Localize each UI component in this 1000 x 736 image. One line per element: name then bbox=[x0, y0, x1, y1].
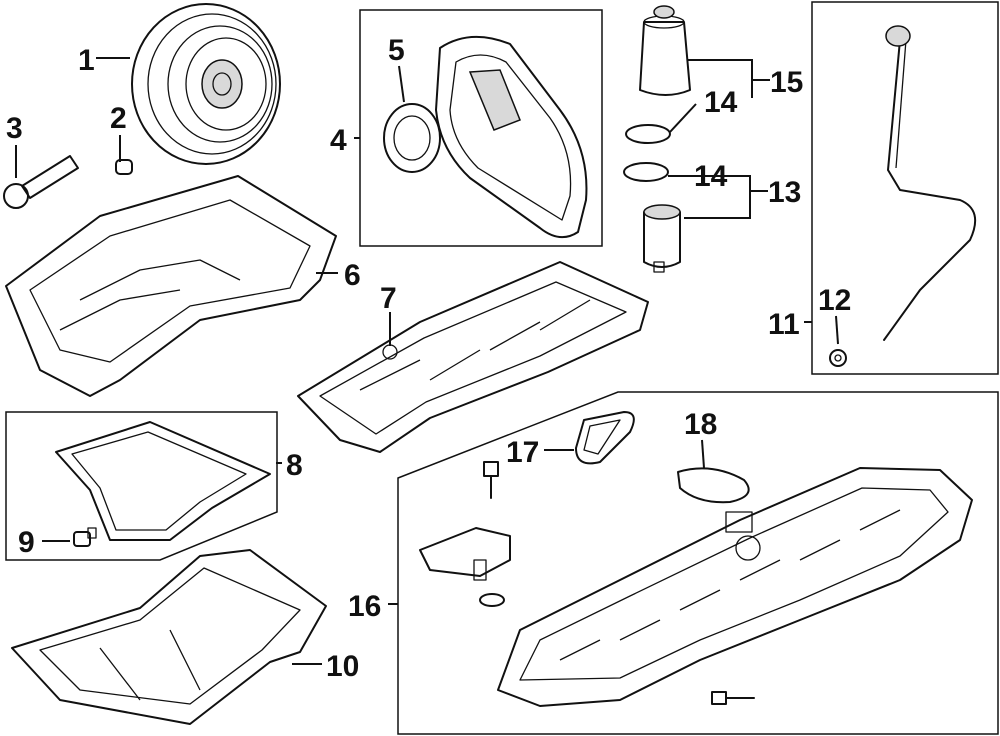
filter-element-drawing bbox=[643, 204, 681, 273]
callout-13: 13 bbox=[768, 176, 801, 209]
manifold-gasket-drawing bbox=[575, 411, 635, 465]
drain-plug-drawing bbox=[73, 527, 97, 547]
callout-15: 15 bbox=[770, 66, 803, 99]
front-seal-drawing bbox=[383, 103, 441, 173]
callout-numbers: 1 2 3 4 5 6 7 8 9 10 11 12 13 14 14 15 1… bbox=[6, 34, 851, 683]
callout-3: 3 bbox=[6, 112, 23, 145]
dipstick-drawing bbox=[883, 25, 977, 341]
callout-6: 6 bbox=[344, 259, 361, 292]
dipstick-nut-drawing bbox=[829, 349, 847, 367]
crankcase-frame-drawing bbox=[297, 261, 649, 453]
dowel-pin-drawing bbox=[115, 159, 133, 175]
callout-4: 4 bbox=[330, 124, 347, 157]
callout-8: 8 bbox=[286, 449, 303, 482]
callout-14-upper: 14 bbox=[704, 86, 738, 119]
splash-shield-drawing bbox=[11, 549, 327, 725]
callout-7: 7 bbox=[380, 282, 397, 315]
filter-housing-drawing bbox=[639, 5, 691, 96]
manifold-bolt-drawing bbox=[483, 461, 499, 499]
callout-14-lower: 14 bbox=[694, 160, 728, 193]
upper-oil-pan-drawing bbox=[5, 175, 337, 397]
map-sensor-drawing bbox=[419, 527, 511, 607]
callout-5: 5 bbox=[388, 34, 405, 67]
callout-9: 9 bbox=[18, 526, 35, 559]
timing-cover-drawing bbox=[435, 35, 588, 239]
callout-11: 11 bbox=[768, 308, 800, 341]
dipstick-group-box bbox=[811, 1, 999, 375]
lower-oil-pan-drawing bbox=[55, 421, 271, 541]
callout-12: 12 bbox=[818, 284, 851, 317]
lower-bolt-drawing bbox=[711, 691, 755, 705]
throttle-gasket-drawing bbox=[677, 467, 750, 504]
manifold-group-box bbox=[397, 391, 999, 735]
callout-1: 1 bbox=[78, 44, 95, 77]
callout-18: 18 bbox=[684, 408, 717, 441]
leader-lines bbox=[15, 57, 839, 665]
lower-pan-group-box bbox=[5, 411, 278, 561]
intake-manifold-drawing bbox=[497, 467, 973, 707]
crankshaft-pulley-drawing bbox=[131, 3, 281, 165]
callout-16: 16 bbox=[348, 590, 381, 623]
o-rings-drawing bbox=[623, 124, 671, 182]
callout-2: 2 bbox=[110, 102, 127, 135]
timing-cover-group-box bbox=[359, 9, 603, 247]
pulley-bolt-drawing bbox=[3, 155, 79, 209]
callout-10: 10 bbox=[326, 650, 359, 683]
callout-17: 17 bbox=[506, 436, 539, 469]
